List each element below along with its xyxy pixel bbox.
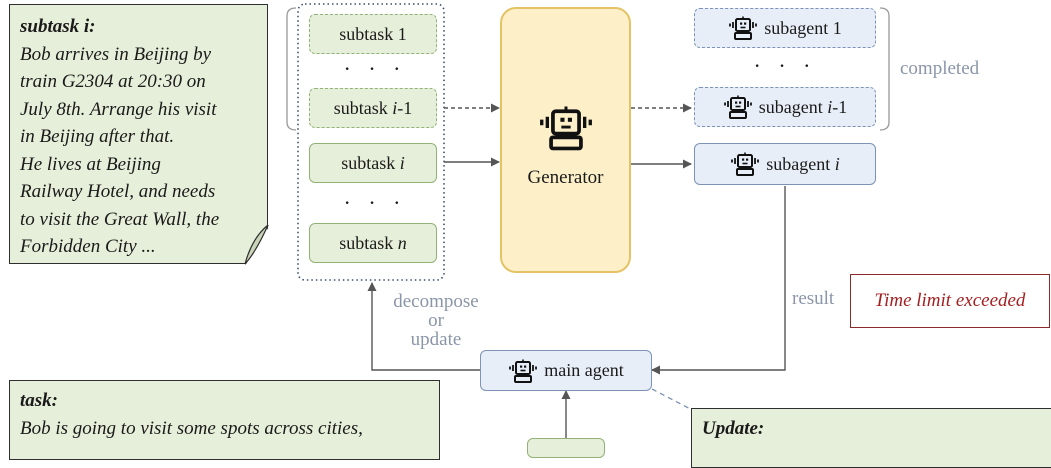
robot-icon bbox=[538, 100, 594, 156]
bracket-left bbox=[286, 7, 297, 131]
note-fold-overlay bbox=[244, 224, 270, 266]
result-value: Time limit exceeded bbox=[874, 290, 1026, 311]
decompose-label: decompose or update bbox=[376, 292, 496, 349]
subtask-note-line-2: train G2304 at 20:30 on bbox=[20, 71, 206, 92]
generator-label: Generator bbox=[527, 167, 604, 188]
subtask-note-line-8: Forbidden City ... bbox=[20, 236, 156, 257]
generator-box bbox=[500, 7, 631, 273]
task-note-title: task: bbox=[20, 390, 58, 411]
subagent-dots: · · · bbox=[753, 53, 817, 78]
subtask-1-label: subtask 1 bbox=[339, 23, 407, 44]
subtask-dots-bottom: · · · bbox=[343, 190, 407, 215]
decompose-line-1: decompose bbox=[393, 291, 479, 312]
result-label: result bbox=[792, 288, 835, 309]
main-agent-box: main agent bbox=[480, 350, 652, 391]
task-note-line-1: Bob is going to visit some spots across … bbox=[20, 417, 363, 439]
subtask-i-label: subtask i bbox=[341, 152, 405, 173]
subtask-note-line-4: in Beijing after that. bbox=[20, 126, 175, 147]
subtask-i-box: subtask i bbox=[309, 143, 437, 183]
subtask-note-line-3: July 8th. Arrange his visit bbox=[20, 98, 217, 120]
main-agent-label: main agent bbox=[544, 360, 624, 380]
result-value-box: Time limit exceeded bbox=[850, 274, 1050, 328]
subtask-note-line-1: Bob arrives in Beijing by bbox=[20, 43, 212, 65]
subtask-prev-box: subtask i-1 bbox=[309, 88, 437, 128]
subtask-dots-top: · · · bbox=[343, 56, 407, 81]
robot-icon bbox=[723, 95, 753, 119]
subtask-container bbox=[297, 3, 445, 281]
task-input-box bbox=[527, 438, 605, 458]
decompose-line-3: update bbox=[410, 329, 462, 350]
subagent-prev-label: subagent i-1 bbox=[758, 96, 848, 117]
update-note-title: Update: bbox=[702, 418, 765, 439]
subtask-i-note: subtask i: Bob arrives in Beijing by tra… bbox=[9, 4, 268, 264]
subtask-note-line-7: to visit the Great Wall, the bbox=[20, 208, 220, 230]
arrow-result-to-main-agent bbox=[651, 186, 786, 375]
subtask-n-box: subtask n bbox=[309, 223, 437, 263]
completed-label: completed bbox=[900, 58, 980, 79]
subtask-1-box: subtask 1 bbox=[309, 14, 437, 54]
decompose-line-2: or bbox=[428, 310, 444, 331]
subagent-i-label: subagent i bbox=[766, 153, 840, 174]
robot-icon bbox=[508, 359, 538, 383]
subtask-i-note-title: subtask i: bbox=[20, 16, 96, 37]
subtask-prev-label: subtask i-1 bbox=[333, 97, 413, 118]
subagent-1-label: subagent 1 bbox=[764, 17, 842, 38]
task-note: task: Bob is going to visit some spots a… bbox=[9, 380, 440, 460]
arrow-main-agent-to-subtasks bbox=[367, 282, 480, 371]
subagent-i-box: subagent i bbox=[694, 143, 876, 185]
subagent-prev-box: subagent i-1 bbox=[694, 87, 876, 127]
subagent-1-box: subagent 1 bbox=[694, 8, 876, 48]
subtask-note-line-6: Railway Hotel, and needs bbox=[20, 181, 216, 202]
robot-icon bbox=[730, 152, 760, 176]
subtask-note-line-5: He lives at Beijing bbox=[20, 153, 161, 175]
bracket-right bbox=[879, 7, 890, 131]
update-note: Update: bbox=[691, 408, 1051, 468]
robot-icon bbox=[728, 16, 758, 40]
subtask-n-label: subtask n bbox=[339, 232, 407, 253]
